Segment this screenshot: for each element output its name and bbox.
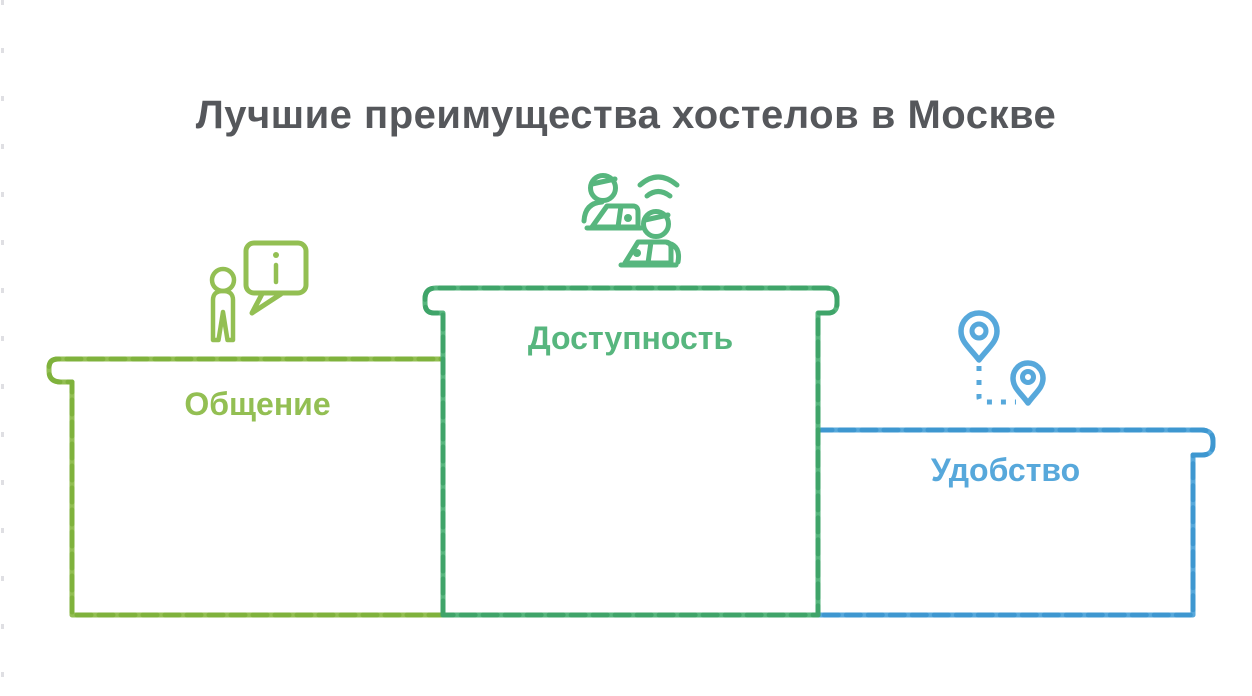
laptop2-divider xyxy=(645,239,654,266)
info-i-dot xyxy=(273,252,279,258)
person1-shoulder xyxy=(581,199,605,224)
route-dashed-path xyxy=(976,366,1016,405)
map-pin-2 xyxy=(1010,360,1046,406)
speech-bubble-tail xyxy=(249,291,284,316)
people-laptops-wifi-icon xyxy=(581,173,681,268)
person-info-icon xyxy=(209,240,309,343)
map-pin-1 xyxy=(958,310,1000,363)
laptop1 xyxy=(589,203,641,230)
person1-cap xyxy=(589,176,618,187)
page-edge-dotted-border xyxy=(1,0,4,696)
podium-label-accessibility: Доступность xyxy=(527,320,734,356)
map-pins-route-icon xyxy=(958,310,1046,406)
person-head xyxy=(209,266,237,294)
map-pin-1-hole xyxy=(969,321,989,341)
podium-communication xyxy=(46,356,446,618)
person2-cap xyxy=(642,212,671,223)
laptop1-dot xyxy=(624,214,632,222)
person2-head xyxy=(641,209,671,239)
podium-label-communication: Общение xyxy=(184,386,331,422)
podium-accessibility xyxy=(422,285,840,618)
laptop1-divider xyxy=(615,203,624,230)
podium-label-convenience: Удобство xyxy=(930,452,1081,488)
diagram-title: Лучшие преимущества хостелов в Москве xyxy=(195,92,1057,137)
person-body xyxy=(210,288,236,343)
wifi-outer-arc xyxy=(637,174,680,188)
podium-convenience xyxy=(815,427,1216,618)
person2-shoulder xyxy=(665,240,681,265)
map-pin-2-hole xyxy=(1020,369,1036,385)
speech-bubble xyxy=(243,240,309,296)
laptop2-dot xyxy=(633,249,641,257)
wifi-inner-arc xyxy=(644,189,673,199)
